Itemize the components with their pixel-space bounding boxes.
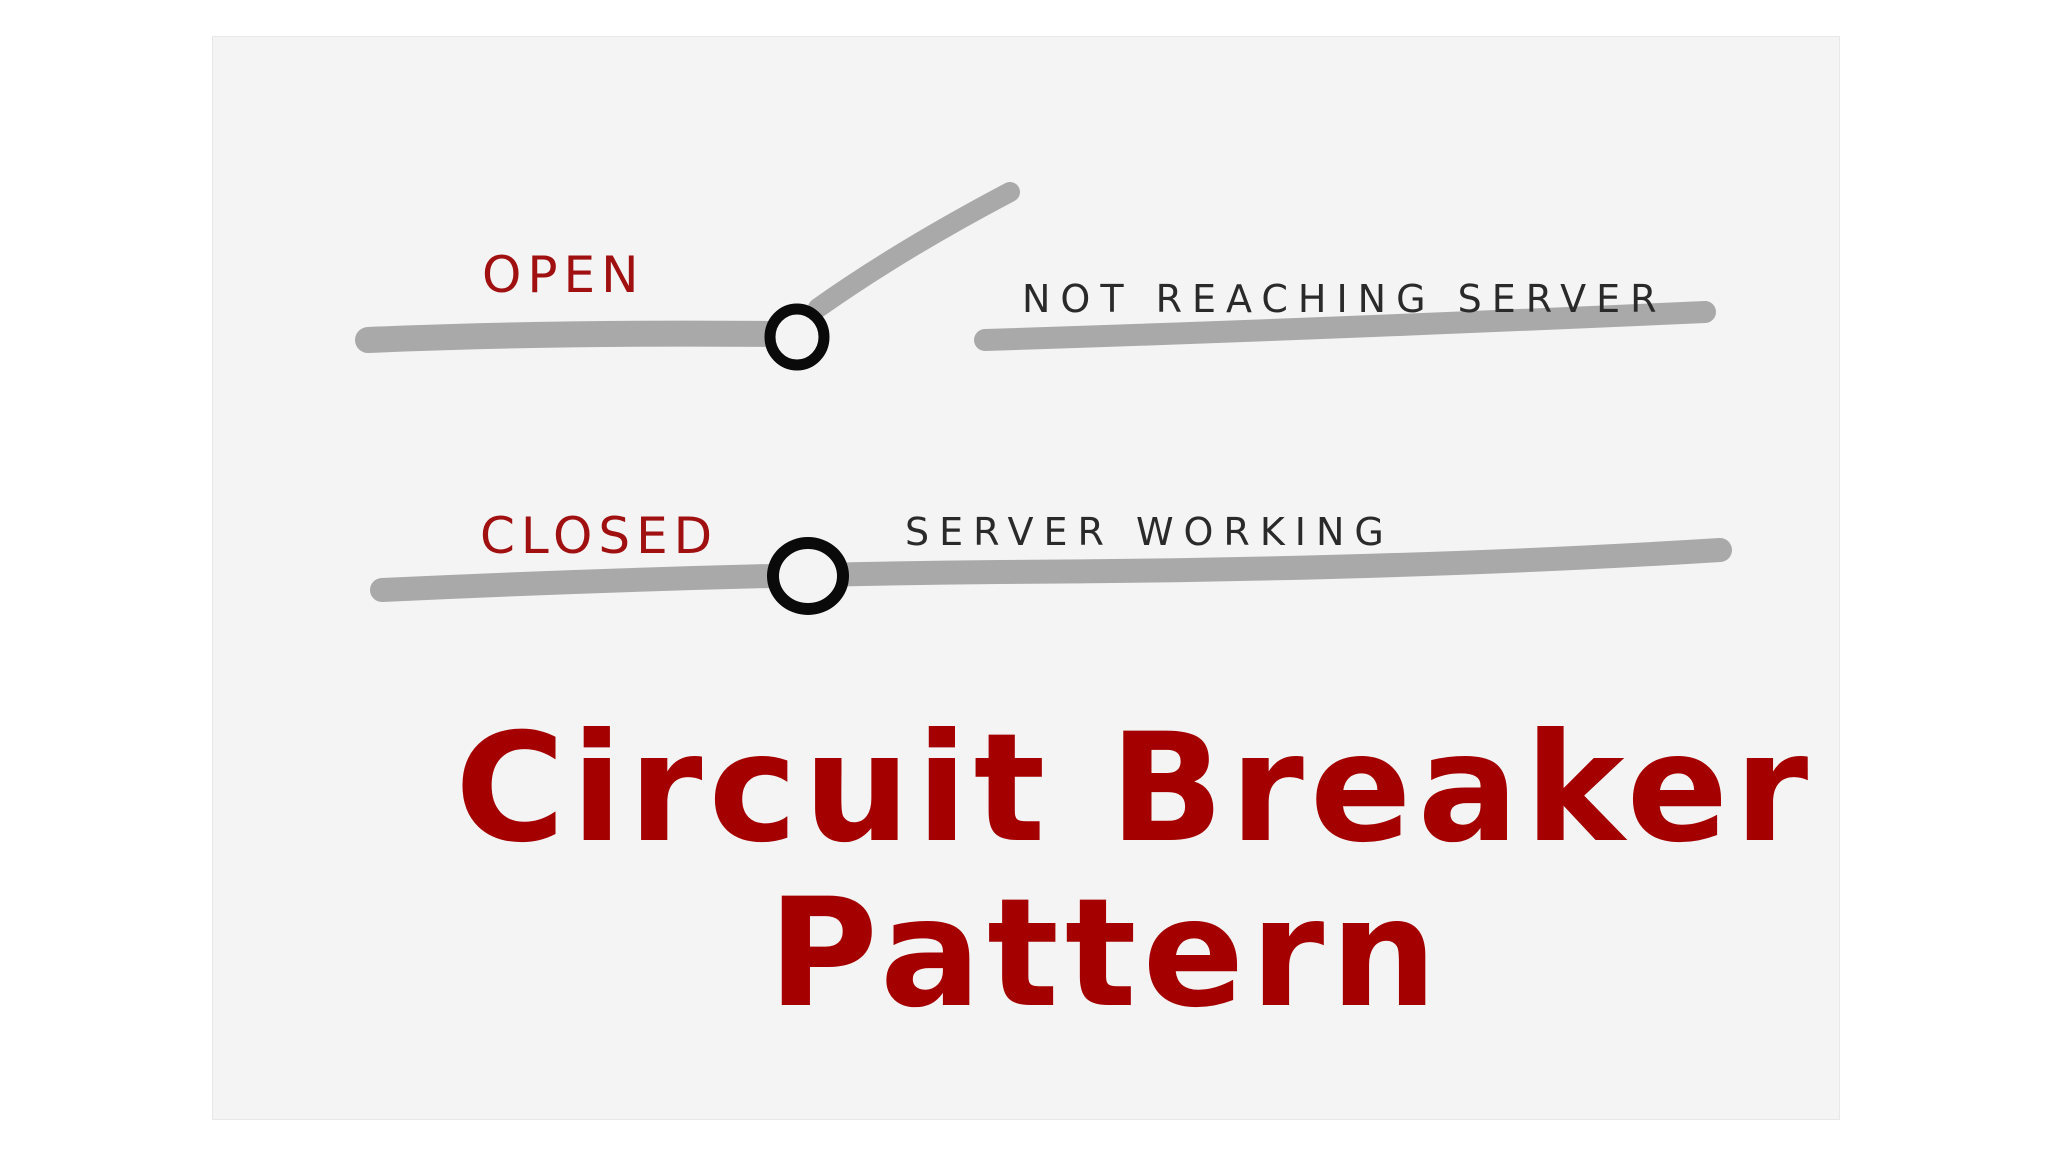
open-state: OPEN NOT REACHING SERVER	[355, 182, 1716, 371]
closed-state: CLOSED SERVER WORKING	[370, 507, 1732, 615]
closed-description: SERVER WORKING	[905, 510, 1394, 554]
closed-label: CLOSED	[480, 507, 718, 565]
open-switch-lever	[808, 182, 1020, 318]
open-description: NOT REACHING SERVER	[1022, 277, 1667, 321]
title-line-2: Pattern	[768, 867, 1443, 1041]
closed-wire	[370, 538, 1732, 602]
title-line-1: Circuit Breaker	[455, 702, 1814, 876]
closed-switch-node	[767, 537, 849, 615]
open-label: OPEN	[482, 246, 645, 304]
open-right-wire	[974, 301, 1716, 351]
open-left-wire	[355, 320, 783, 353]
open-switch-node	[764, 303, 830, 371]
